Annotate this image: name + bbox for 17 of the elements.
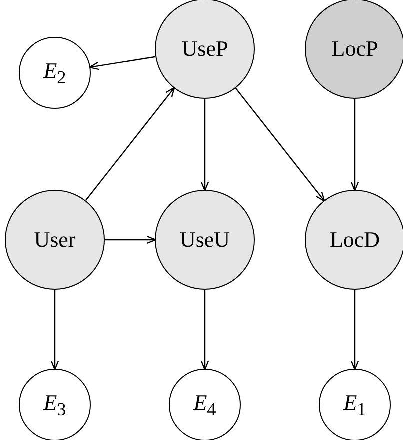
node-label: E$_{4}$ [194,390,216,420]
node-label: UseP [182,36,228,62]
node-label: E$_{1}$ [344,390,366,420]
node-label: LocP [332,36,378,62]
arrow [350,290,360,370]
node-label: E$_{2}$ [44,58,66,88]
node-label: E$_{3}$ [44,390,66,420]
arrow [235,88,326,202]
arrow [200,99,210,192]
node-label: LocD [330,227,380,253]
arrow [200,290,210,370]
node-label: UseU [180,227,230,253]
arrow [89,56,156,70]
arrow [105,236,156,244]
arrow [50,290,60,370]
arrow [350,99,360,192]
node-label: User [34,227,76,253]
